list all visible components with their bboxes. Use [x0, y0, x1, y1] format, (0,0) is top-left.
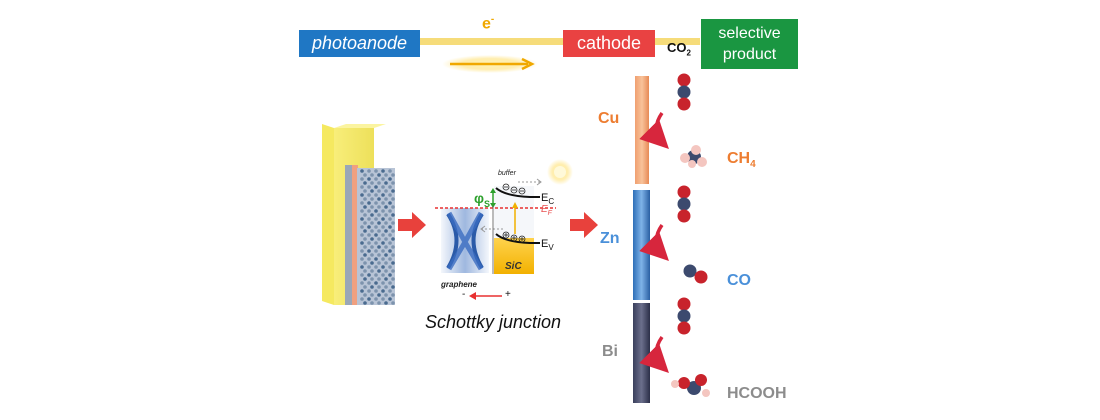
co2-molecules — [677, 73, 691, 335]
co-molecule — [683, 264, 708, 284]
ev-subscript: V — [548, 243, 554, 253]
graphene-label: graphene — [441, 280, 478, 289]
electron-symbol: e — [482, 15, 491, 33]
ef-subscript: F — [547, 210, 552, 217]
co2-atom — [677, 209, 691, 223]
co2-atom — [677, 73, 691, 87]
schottky-caption: Schottky junction — [425, 312, 562, 332]
photoanode-label: photoanode — [311, 33, 408, 53]
sic-block — [494, 238, 534, 274]
flow-arrow-2 — [570, 212, 598, 238]
ef-symbol: E — [541, 204, 548, 215]
ch4-molecule — [680, 145, 707, 168]
metal-label-bi: Bi — [602, 343, 618, 360]
valence-band — [495, 233, 540, 244]
ec-symbol: E — [541, 192, 549, 204]
co2-atom — [677, 185, 691, 199]
ec-label: EC — [541, 192, 554, 206]
phi-subscript: S — [484, 198, 491, 209]
ev-symbol: E — [541, 238, 549, 250]
co2-atom — [677, 85, 691, 99]
product-label-ch4: CH4 — [727, 150, 756, 170]
co2-subscript: 2 — [686, 48, 691, 58]
product-label-co: CO — [727, 272, 751, 289]
electron-wire — [420, 38, 565, 45]
bi-electrode — [633, 303, 650, 403]
conduction-band — [495, 187, 540, 198]
electron-flow-arrowhead — [521, 57, 535, 71]
product-label-1: selective — [718, 25, 781, 42]
co2-atom — [677, 197, 691, 211]
ec-subscript: C — [548, 197, 555, 207]
cathode-box: cathode — [563, 30, 655, 57]
band-diagram — [435, 159, 573, 300]
phi-s-label: φS — [474, 190, 490, 209]
electron-label: e- — [482, 14, 494, 33]
cathode-label: cathode — [576, 33, 642, 53]
buffer-label: buffer — [498, 170, 516, 177]
hcooh-molecule — [671, 374, 710, 397]
nanowire-array — [360, 169, 395, 305]
co2-text: CO — [667, 40, 687, 55]
co2-atom — [677, 97, 691, 111]
ch4-subscript: 4 — [750, 159, 756, 171]
ch4-text: CH — [727, 150, 751, 167]
photoanode-box: photoanode — [299, 30, 420, 57]
co2-atom — [677, 309, 691, 323]
selective-product-box: selective product — [701, 19, 798, 69]
cu-electrode — [635, 76, 649, 184]
electron-charge: - — [490, 14, 495, 25]
co2-atom — [677, 321, 691, 335]
product-label-hcooh: HCOOH — [727, 385, 787, 402]
co2-atom — [677, 297, 691, 311]
sic-label: SiC — [505, 261, 522, 272]
zn-electrode — [633, 190, 650, 300]
co2-label: CO2 — [667, 40, 691, 58]
reaction-arrows — [639, 111, 669, 373]
ev-label: EV — [541, 238, 554, 252]
phi-symbol: φ — [474, 190, 485, 206]
product-label-2: product — [722, 46, 777, 63]
photoanode-device — [322, 124, 395, 305]
flow-arrow-1 — [398, 212, 426, 238]
metal-label-cu: Cu — [598, 110, 620, 127]
metal-label-zn: Zn — [600, 230, 620, 247]
electron-wire-2 — [655, 38, 700, 45]
plus-label: + — [505, 289, 511, 300]
minus-label: - — [462, 289, 466, 300]
ef-label: EF — [541, 204, 552, 217]
